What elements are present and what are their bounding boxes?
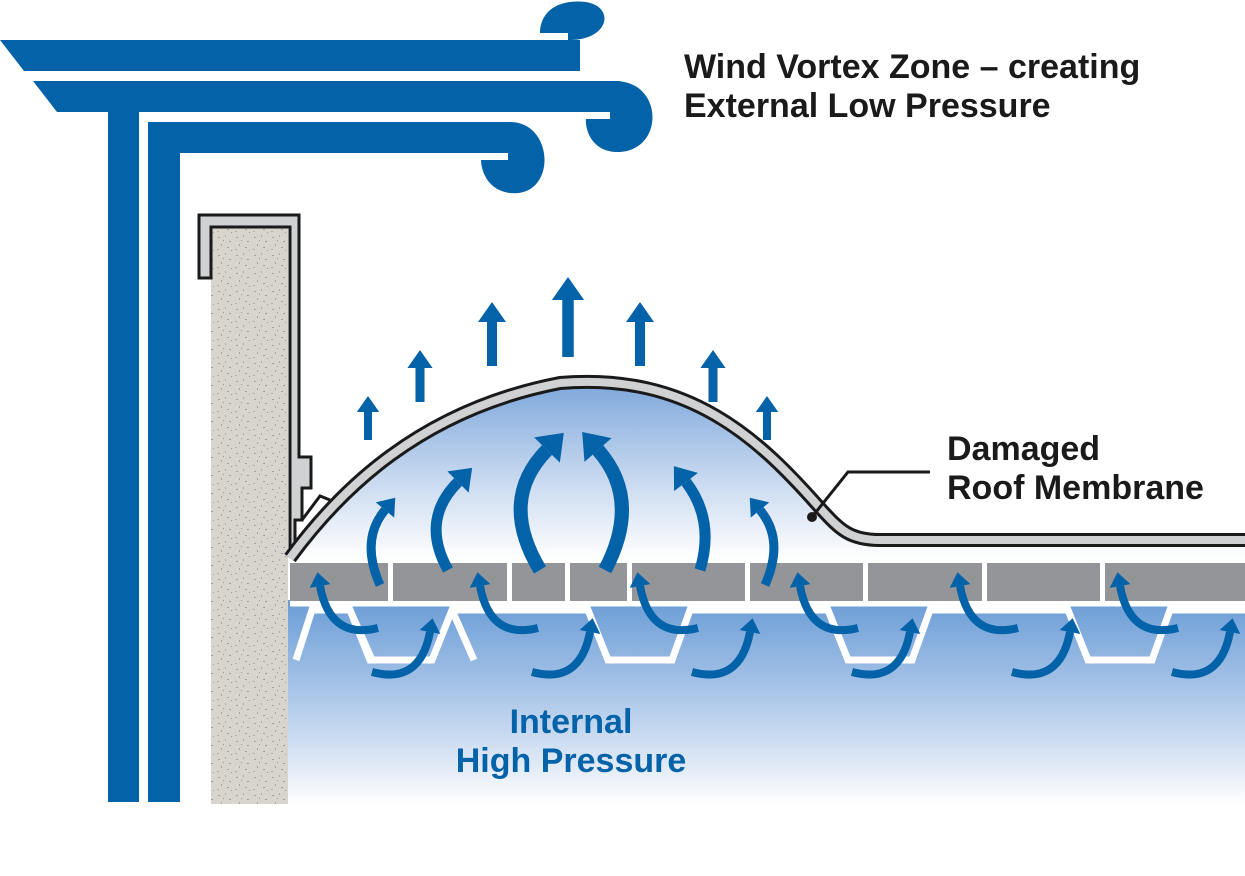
arrow-up-icon — [478, 302, 506, 366]
curved-arrow-icon — [447, 467, 473, 493]
arrow-up-icon — [551, 277, 585, 357]
damaged-membrane-label: Damaged Roof Membrane — [947, 430, 1204, 508]
curved-arrow-icon-body — [636, 585, 699, 635]
wind-vortex-label: Wind Vortex Zone – creating External Low… — [684, 48, 1140, 126]
wind-streams — [0, 1, 653, 802]
curved-arrow-icon — [899, 618, 921, 634]
curved-arrow-icon — [739, 618, 761, 634]
insulation-boards — [290, 563, 1245, 601]
uplift-arrows — [356, 277, 779, 440]
curved-arrow-icon — [534, 432, 564, 463]
metal-deck-profile — [290, 599, 1245, 664]
arrow-up-icon — [407, 350, 433, 402]
damaged-membrane-label-line1: Damaged — [947, 430, 1101, 468]
curved-arrow-icon — [469, 572, 491, 588]
curved-arrow-icon-body — [850, 631, 914, 679]
wind-stream-bottom — [148, 122, 545, 802]
curved-arrow-icon-body — [370, 631, 434, 679]
curved-arrow-icon-body — [690, 631, 754, 679]
internal-pressure-zone — [288, 600, 1245, 805]
parapet-cap — [197, 213, 313, 554]
curved-arrow-icon — [1059, 618, 1081, 634]
curved-arrow-icon-body — [1010, 631, 1074, 679]
internal-pressure-label-line2: High Pressure — [455, 742, 687, 780]
arrow-up-icon — [700, 350, 726, 402]
curved-arrow-icon-body — [1116, 585, 1179, 635]
curved-arrow-icon — [949, 572, 971, 588]
curved-arrow-icon — [579, 618, 601, 634]
pressure-bubble — [292, 385, 1245, 560]
arrow-up-icon — [356, 396, 380, 440]
curved-arrow-icon-body — [1170, 631, 1234, 679]
curved-arrow-icon-body — [366, 507, 389, 587]
curved-arrow-icon — [673, 466, 698, 492]
curved-arrow-icon — [749, 497, 770, 518]
curved-arrow-icon — [375, 497, 396, 518]
arrow-up-icon — [626, 302, 654, 366]
curved-arrow-icon-body — [316, 585, 379, 635]
curved-arrow-icon-body — [592, 445, 629, 574]
curved-arrow-icon-body — [796, 585, 859, 635]
curved-arrow-icon-body — [681, 478, 711, 572]
airflow-arrows — [366, 431, 779, 587]
internal-pressure-label-line1: Internal — [509, 703, 633, 741]
curved-arrow-icon — [1219, 618, 1241, 634]
curved-arrow-icon-body — [513, 445, 553, 574]
wind-vortex-label-line1: Wind Vortex Zone – creating — [684, 48, 1141, 86]
wind-stream-middle — [33, 81, 653, 802]
curved-arrow-icon-body — [956, 585, 1019, 635]
parapet-wall — [211, 227, 288, 804]
curved-arrow-icon — [629, 572, 651, 588]
curved-arrow-icon — [789, 572, 811, 588]
curved-arrow-icon-body — [430, 478, 462, 573]
curved-arrow-icon-body — [756, 507, 779, 587]
curved-arrow-icon — [582, 431, 612, 462]
roof-membrane — [284, 374, 1245, 563]
curved-arrow-icon — [309, 572, 331, 588]
curved-arrow-icon — [1109, 572, 1131, 588]
deck-airflow-arrows — [309, 572, 1241, 679]
arrow-up-icon — [755, 396, 779, 440]
curved-arrow-icon — [419, 618, 441, 634]
curved-arrow-icon-body — [530, 631, 594, 679]
internal-pressure-label: Internal High Pressure — [440, 703, 702, 781]
wind-stream-top — [0, 1, 605, 71]
membrane-leader-line — [807, 470, 930, 522]
curved-arrow-icon-body — [476, 585, 539, 635]
wind-vortex-label-line2: External Low Pressure — [684, 87, 1051, 125]
damaged-membrane-label-line2: Roof Membrane — [947, 469, 1204, 507]
